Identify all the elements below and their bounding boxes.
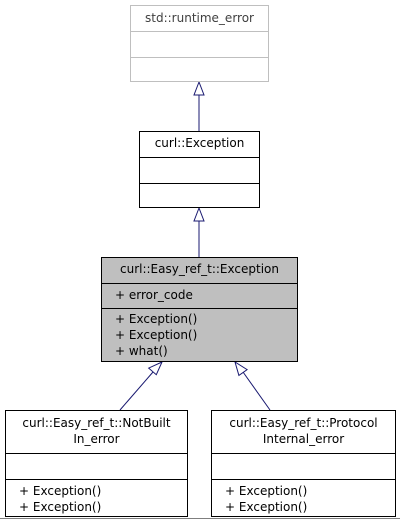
link-not-built-in-error-to-easy-ref-exception: [119, 360, 164, 411]
class-not-built-in-error-operations: + Exception() + Exception(): [6, 479, 187, 516]
class-not-built-in-error-title-line-1: curl::Easy_ref_t::NotBuilt: [22, 416, 171, 430]
attribute-error-code: + error_code: [115, 288, 193, 302]
class-protocol-internal-error-attributes: [212, 453, 395, 479]
class-protocol-internal-error[interactable]: curl::Easy_ref_t::Protocol Internal_erro…: [211, 410, 396, 517]
link-protocol-internal-error-to-easy-ref-exception: [234, 360, 271, 411]
operation-exception-1: + Exception(): [115, 312, 198, 326]
link-curl-exception-to-runtime-error: [193, 80, 205, 131]
class-protocol-internal-error-header: curl::Easy_ref_t::Protocol Internal_erro…: [212, 411, 395, 453]
class-runtime-error-header: std::runtime_error: [131, 6, 268, 31]
operation-exception-2: + Exception(): [225, 500, 308, 514]
class-curl-exception-operations: [140, 183, 259, 207]
bottom-divider: [0, 518, 400, 519]
operation-exception-2: + Exception(): [115, 328, 198, 342]
operation-exception-2: + Exception(): [19, 500, 102, 514]
class-runtime-error[interactable]: std::runtime_error: [130, 5, 269, 82]
class-runtime-error-operations: [131, 57, 268, 81]
class-easy-ref-exception-operations: + Exception() + Exception() + what(): [102, 308, 297, 361]
class-protocol-internal-error-title-line-1: curl::Easy_ref_t::Protocol: [229, 416, 378, 430]
operation-what: + what(): [115, 344, 168, 358]
class-easy-ref-exception-title: curl::Easy_ref_t::Exception: [120, 262, 279, 276]
class-runtime-error-title: std::runtime_error: [145, 11, 254, 25]
class-curl-exception-header: curl::Exception: [140, 132, 259, 157]
class-not-built-in-error-header: curl::Easy_ref_t::NotBuilt In_error: [6, 411, 187, 453]
operation-exception-1: + Exception(): [225, 484, 308, 498]
class-protocol-internal-error-operations: + Exception() + Exception(): [212, 479, 395, 516]
class-not-built-in-error[interactable]: curl::Easy_ref_t::NotBuilt In_error + Ex…: [5, 410, 188, 517]
class-not-built-in-error-attributes: [6, 453, 187, 479]
link-easy-ref-exception-to-curl-exception: [193, 206, 205, 257]
class-runtime-error-attributes: [131, 31, 268, 57]
class-curl-exception-title: curl::Exception: [154, 136, 245, 150]
class-curl-exception-attributes: [140, 157, 259, 183]
class-protocol-internal-error-title-line-2: Internal_error: [262, 432, 345, 446]
class-curl-exception[interactable]: curl::Exception: [139, 131, 260, 208]
class-easy-ref-exception-attributes: + error_code: [102, 283, 297, 308]
class-easy-ref-exception-header: curl::Easy_ref_t::Exception: [102, 258, 297, 283]
class-easy-ref-exception[interactable]: curl::Easy_ref_t::Exception + error_code…: [101, 257, 298, 362]
operation-exception-1: + Exception(): [19, 484, 102, 498]
class-not-built-in-error-title-line-2: In_error: [73, 432, 120, 446]
